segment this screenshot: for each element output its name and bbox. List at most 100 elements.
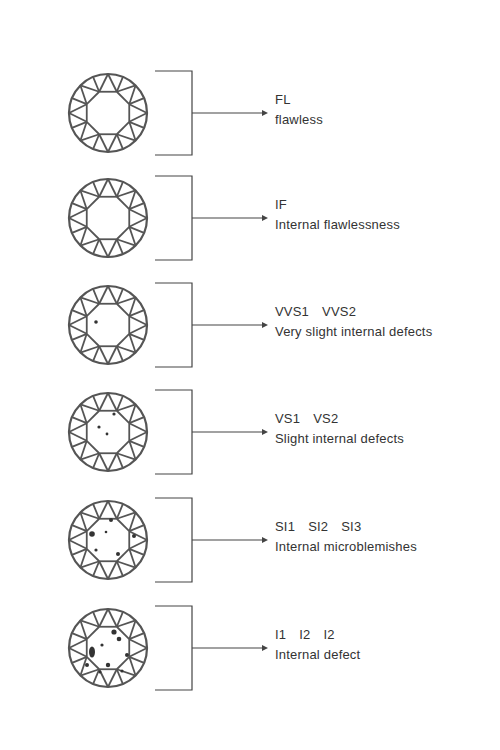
- bracket: [155, 498, 192, 582]
- facet-line: [87, 519, 99, 531]
- facet-line: [72, 122, 87, 128]
- grade-description: Internal microblemishes: [275, 539, 417, 555]
- facet-line: [129, 203, 144, 209]
- facet-line: [69, 540, 87, 549]
- bracket: [155, 176, 192, 260]
- inclusion-dot: [85, 663, 89, 667]
- facet-line: [72, 227, 87, 233]
- facet-line: [128, 423, 130, 441]
- facet-line: [108, 74, 117, 92]
- facet-line: [69, 423, 87, 432]
- facet-line: [108, 561, 117, 579]
- inclusion-dot: [99, 671, 102, 674]
- facet-line: [99, 74, 108, 92]
- facet-line: [93, 453, 99, 468]
- facet-line: [93, 346, 99, 361]
- facet-line: [86, 316, 88, 334]
- facet-line: [108, 501, 117, 519]
- facet-line: [87, 411, 99, 423]
- inclusion-dot: [132, 534, 136, 538]
- facet-line: [87, 197, 99, 209]
- facet-line: [129, 549, 144, 555]
- facet-line: [108, 669, 117, 687]
- facet-line: [99, 626, 117, 628]
- facet-line: [117, 396, 123, 411]
- facet-line: [72, 441, 87, 447]
- facet-line: [99, 453, 108, 471]
- facet-line: [117, 561, 123, 576]
- facet-line: [129, 540, 147, 549]
- facet-line: [129, 227, 144, 233]
- bracket: [155, 283, 192, 367]
- facet-line: [99, 501, 108, 519]
- facet-line: [72, 334, 87, 340]
- facet-line: [117, 411, 129, 423]
- facet-line: [117, 134, 123, 149]
- facet-line: [99, 238, 117, 240]
- facet-line: [117, 289, 123, 304]
- facet-line: [87, 304, 99, 316]
- facet-line: [99, 561, 108, 579]
- facet-line: [117, 77, 123, 92]
- bracket: [155, 71, 192, 155]
- facet-line: [117, 657, 129, 669]
- inclusion-dot: [89, 531, 95, 537]
- facet-line: [99, 286, 108, 304]
- facet-line: [99, 179, 108, 197]
- facet-line: [69, 639, 87, 648]
- grade-code: VS2: [313, 411, 338, 427]
- facet-line: [117, 519, 129, 531]
- facet-line: [93, 239, 99, 254]
- facet-line: [99, 134, 108, 152]
- facet-line: [117, 346, 123, 361]
- grade-code: I2: [299, 627, 310, 643]
- facet-line: [129, 209, 147, 218]
- grade-code: VVS1: [275, 304, 309, 320]
- facet-line: [117, 441, 129, 453]
- facet-line: [128, 316, 130, 334]
- facet-line: [86, 639, 88, 657]
- facet-line: [99, 133, 117, 135]
- girdle-outline: [69, 501, 147, 579]
- inclusion-dot: [112, 412, 115, 415]
- pointer-head: [262, 429, 268, 435]
- inclusion-dot: [100, 643, 103, 646]
- facet-line: [93, 77, 99, 92]
- facet-line: [129, 525, 144, 531]
- facet-line: [87, 441, 99, 453]
- facet-line: [69, 218, 87, 227]
- facet-line: [72, 549, 87, 555]
- bracket: [155, 390, 192, 474]
- inclusion-dot: [94, 320, 98, 324]
- inclusion-dot: [120, 669, 123, 672]
- facet-line: [99, 303, 117, 305]
- grade-code: I1: [275, 627, 286, 643]
- facet-line: [93, 289, 99, 304]
- inclusion-dot: [111, 629, 116, 634]
- grade-code: VVS2: [322, 304, 356, 320]
- pointer-line: [192, 647, 262, 648]
- grade-description: Slight internal defects: [275, 431, 404, 447]
- girdle-outline: [69, 609, 147, 687]
- facet-line: [86, 423, 88, 441]
- facet-line: [72, 203, 87, 209]
- facet-line: [93, 134, 99, 149]
- facet-line: [129, 104, 147, 113]
- facet-line: [87, 122, 99, 134]
- inclusion-dot: [116, 552, 120, 556]
- facet-line: [99, 239, 108, 257]
- inclusion-dot: [109, 518, 113, 522]
- facet-line: [117, 504, 123, 519]
- facet-line: [99, 346, 108, 364]
- facet-line: [86, 209, 88, 227]
- facet-line: [108, 179, 117, 197]
- inclusion-dot: [117, 637, 122, 642]
- facet-line: [99, 196, 117, 198]
- pointer-line: [192, 539, 262, 540]
- facet-line: [129, 218, 147, 227]
- grade-description: Very slight internal defects: [275, 324, 432, 340]
- facet-line: [99, 345, 117, 347]
- facet-line: [117, 197, 129, 209]
- facet-line: [108, 453, 117, 471]
